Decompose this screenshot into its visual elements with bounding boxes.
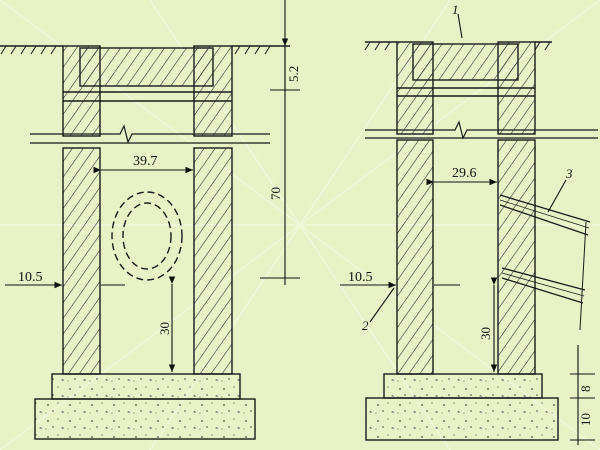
right-dimensions — [340, 13, 595, 445]
left-wall-left — [62, 147, 101, 375]
left-break-line — [30, 124, 270, 144]
right-interior-width: 29.6 — [452, 166, 477, 181]
right-drawing — [364, 41, 598, 441]
left-wall-thickness: 10.5 — [18, 270, 43, 285]
left-drawing — [0, 45, 290, 440]
left-base-lower — [34, 398, 256, 440]
left-height-total: 70 — [268, 187, 283, 200]
right-inlet-pipe — [499, 194, 591, 304]
left-interior-width: 39.7 — [133, 154, 158, 169]
left-top-slab-dim: 5.2 — [286, 66, 301, 82]
right-base-upper — [383, 373, 543, 399]
right-base-lower — [365, 397, 559, 441]
callout-3: 3 — [565, 166, 573, 181]
left-pipe-opening-inner — [122, 202, 172, 270]
callout-1: 1 — [452, 2, 459, 17]
left-top-slab — [79, 47, 214, 87]
left-base-upper — [51, 373, 241, 400]
right-wall-right — [497, 139, 536, 375]
right-wall-left — [396, 139, 434, 375]
right-opening-height: 30 — [478, 327, 493, 340]
left-wall-right — [193, 147, 233, 375]
right-base-upper-dim: 8 — [578, 386, 593, 393]
right-break-line — [365, 120, 598, 140]
left-opening-height: 30 — [157, 322, 172, 335]
right-top-slab — [412, 43, 519, 81]
left-pipe-opening-outer — [111, 191, 183, 281]
right-wall-thickness: 10.5 — [348, 270, 373, 285]
left-ground-hatch — [0, 45, 271, 55]
callout-2: 2 — [362, 318, 369, 333]
left-dimensions — [5, 0, 300, 372]
right-base-lower-dim: 10 — [578, 413, 593, 426]
